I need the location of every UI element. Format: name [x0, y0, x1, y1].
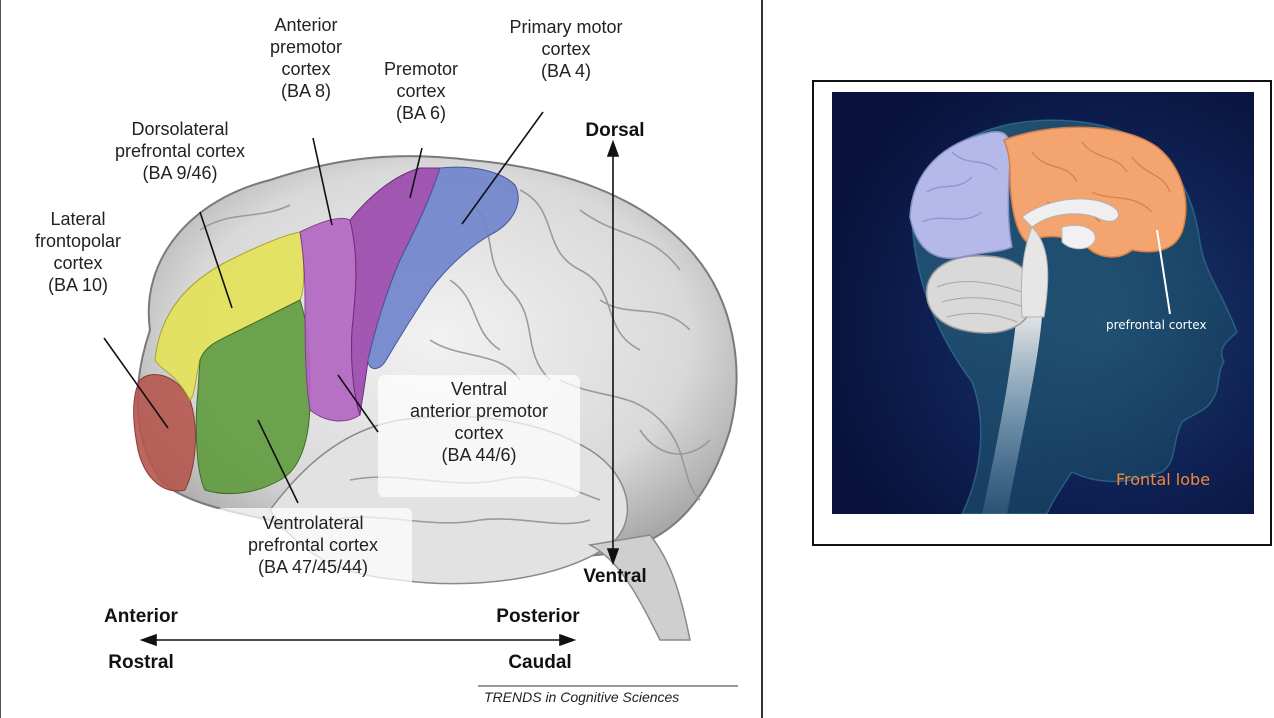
axis-rostral: Rostral	[86, 652, 196, 674]
axis-dorsal: Dorsal	[560, 120, 670, 142]
label-anterior-premotor: Anterior premotor cortex (BA 8)	[246, 14, 366, 102]
label-lateral-frontopolar: Lateral frontopolar cortex (BA 10)	[22, 208, 134, 296]
sagittal-head-diagram: prefrontal cortex Frontal lobe	[812, 80, 1272, 546]
axis-anterior: Anterior	[86, 606, 196, 628]
label-primary-motor: Primary motor cortex (BA 4)	[476, 16, 656, 82]
credit-text: TRENDS in Cognitive Sciences	[484, 689, 679, 705]
cerebellum	[927, 256, 1034, 333]
label-dorsolateral: Dorsolateral prefrontal cortex (BA 9/46)	[80, 118, 280, 184]
label-prefrontal-cortex: prefrontal cortex	[1106, 318, 1207, 332]
region-ba8	[300, 218, 360, 421]
label-premotor: Premotor cortex (BA 6)	[366, 58, 476, 124]
thalamus	[1062, 225, 1095, 248]
brain-lateral-diagram: Lateral frontopolar cortex (BA 10) Dorso…	[0, 0, 770, 718]
anterior-posterior-arrow	[142, 635, 574, 645]
head-illustration	[832, 92, 1254, 514]
label-ventrolateral: Ventrolateral prefrontal cortex (BA 47/4…	[218, 512, 408, 578]
label-frontal-lobe: Frontal lobe	[1116, 470, 1210, 489]
label-ventral-anterior-premotor: Ventral anterior premotor cortex (BA 44/…	[384, 378, 574, 466]
axis-posterior: Posterior	[478, 606, 598, 628]
axis-caudal: Caudal	[480, 652, 600, 674]
axis-ventral: Ventral	[560, 566, 670, 588]
